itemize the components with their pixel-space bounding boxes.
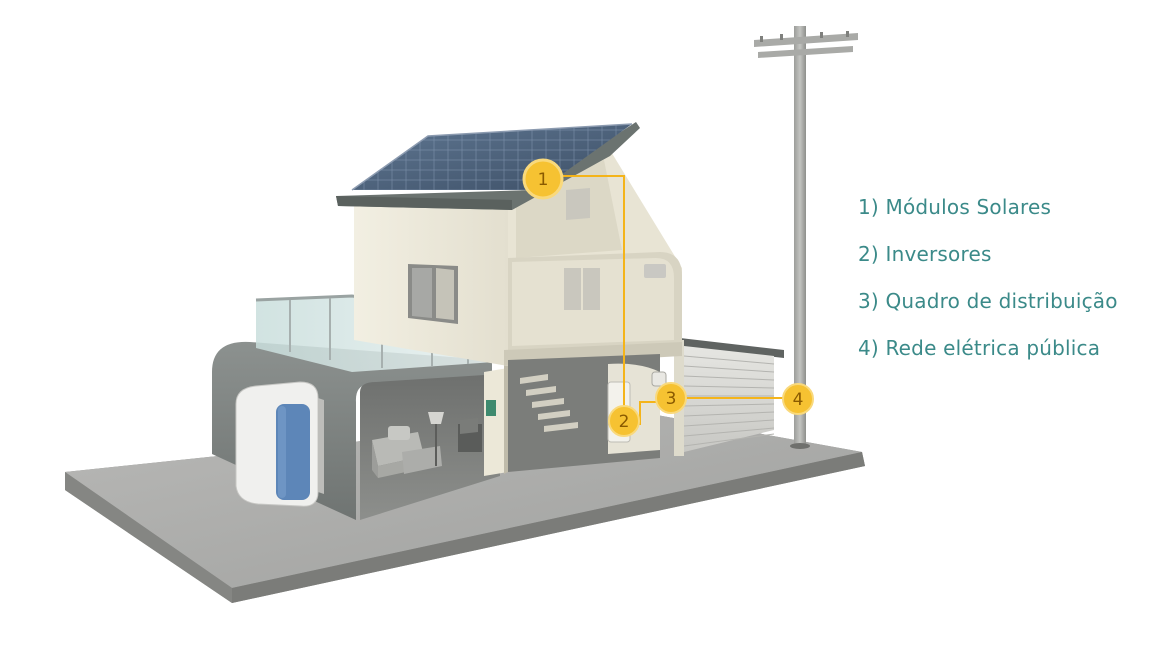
utility-pole <box>754 26 858 449</box>
marker-4: 4 <box>782 383 814 415</box>
svg-text:2: 2 <box>619 412 630 432</box>
marker-3: 3 <box>655 382 687 414</box>
svg-text:4: 4 <box>793 390 804 410</box>
legend-item-solar-modules: 1) Módulos Solares <box>858 195 1052 219</box>
svg-text:3: 3 <box>666 389 677 409</box>
svg-text:1: 1 <box>538 170 549 190</box>
battery-unit <box>235 381 324 507</box>
marker-2: 2 <box>608 405 640 437</box>
marker-1: 1 <box>522 158 564 200</box>
legend: 1) Módulos Solares 2) Inversores 3) Quad… <box>858 190 1158 378</box>
legend-item-inverters: 2) Inversores <box>858 242 992 266</box>
legend-item-distribution-board: 3) Quadro de distribuição <box>858 289 1118 313</box>
legend-item-public-grid: 4) Rede elétrica pública <box>858 336 1101 360</box>
